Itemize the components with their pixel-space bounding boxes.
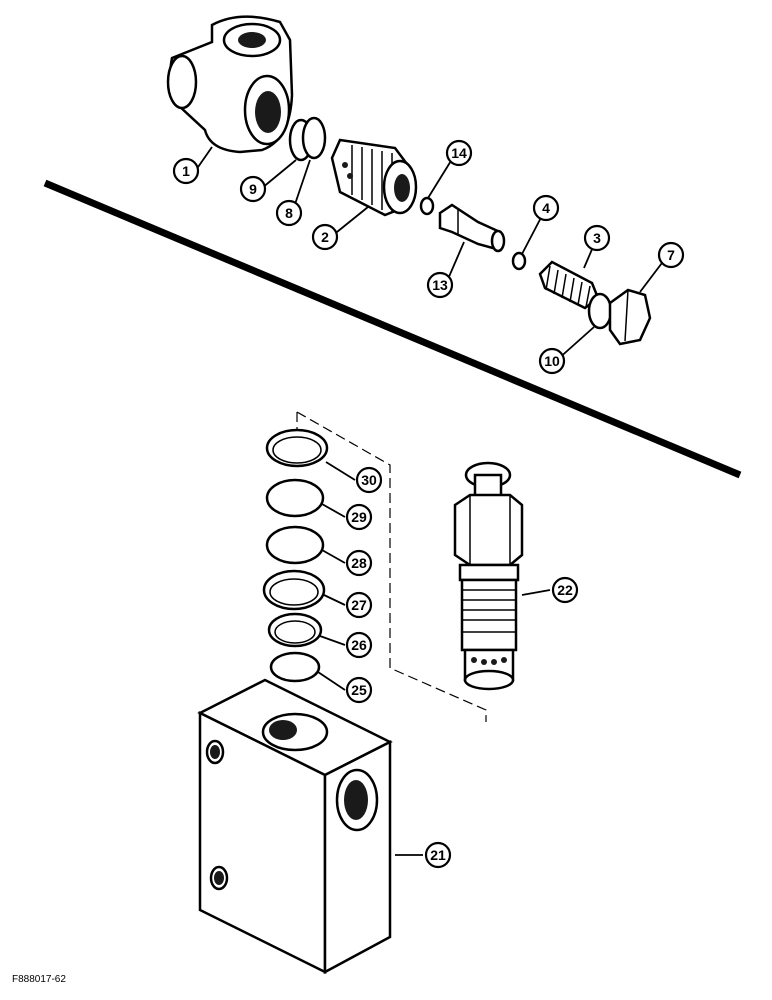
svg-text:2: 2 bbox=[321, 229, 329, 245]
part-28-seal bbox=[265, 525, 325, 565]
callout-29: 29 bbox=[345, 503, 373, 531]
part-7-hex-plug bbox=[608, 288, 652, 346]
part-10-o-ring bbox=[587, 292, 613, 330]
svg-text:1: 1 bbox=[182, 163, 190, 179]
part-30-ring bbox=[265, 428, 329, 468]
svg-text:14: 14 bbox=[451, 145, 467, 161]
part-2-cartridge-body bbox=[330, 138, 418, 217]
section-divider-line bbox=[43, 179, 742, 479]
assembly-guide-line bbox=[296, 411, 487, 722]
part-25-seal bbox=[269, 651, 321, 683]
figure-id-label: F888017-62 bbox=[12, 974, 66, 985]
part-27-ring bbox=[262, 569, 326, 611]
svg-text:22: 22 bbox=[557, 582, 573, 598]
callout-9: 9 bbox=[239, 175, 267, 203]
svg-text:21: 21 bbox=[430, 847, 446, 863]
callout-30: 30 bbox=[355, 466, 383, 494]
svg-text:25: 25 bbox=[351, 682, 367, 698]
callout-2: 2 bbox=[311, 223, 339, 251]
svg-text:4: 4 bbox=[542, 200, 550, 216]
callout-7: 7 bbox=[657, 241, 685, 269]
part-14-washer bbox=[419, 196, 435, 216]
callout-1: 1 bbox=[172, 157, 200, 185]
callout-22: 22 bbox=[551, 576, 579, 604]
svg-text:27: 27 bbox=[351, 597, 367, 613]
svg-text:10: 10 bbox=[544, 353, 560, 369]
part-8-backup-ring bbox=[301, 116, 327, 160]
svg-text:28: 28 bbox=[351, 555, 367, 571]
part-3-spring bbox=[538, 260, 600, 310]
part-4-washer bbox=[511, 251, 527, 271]
part-21-manifold-block bbox=[197, 678, 393, 975]
svg-text:29: 29 bbox=[351, 509, 367, 525]
part-29-seal bbox=[265, 478, 325, 518]
callout-28: 28 bbox=[345, 549, 373, 577]
callout-4: 4 bbox=[532, 194, 560, 222]
svg-text:7: 7 bbox=[667, 247, 675, 263]
callout-14: 14 bbox=[445, 139, 473, 167]
callout-25: 25 bbox=[345, 676, 373, 704]
svg-text:9: 9 bbox=[249, 181, 257, 197]
svg-text:13: 13 bbox=[432, 277, 448, 293]
svg-text:3: 3 bbox=[593, 230, 601, 246]
svg-text:30: 30 bbox=[361, 472, 377, 488]
callout-21: 21 bbox=[424, 841, 452, 869]
part-1-tee-housing bbox=[166, 15, 294, 154]
callout-13: 13 bbox=[426, 271, 454, 299]
svg-text:26: 26 bbox=[351, 637, 367, 653]
part-26-ring bbox=[267, 612, 323, 648]
callout-27: 27 bbox=[345, 591, 373, 619]
callout-10: 10 bbox=[538, 347, 566, 375]
callout-26: 26 bbox=[345, 631, 373, 659]
svg-text:8: 8 bbox=[285, 205, 293, 221]
part-22-relief-cartridge bbox=[453, 461, 524, 691]
callout-3: 3 bbox=[583, 224, 611, 252]
part-13-poppet bbox=[438, 203, 506, 253]
callout-8: 8 bbox=[275, 199, 303, 227]
